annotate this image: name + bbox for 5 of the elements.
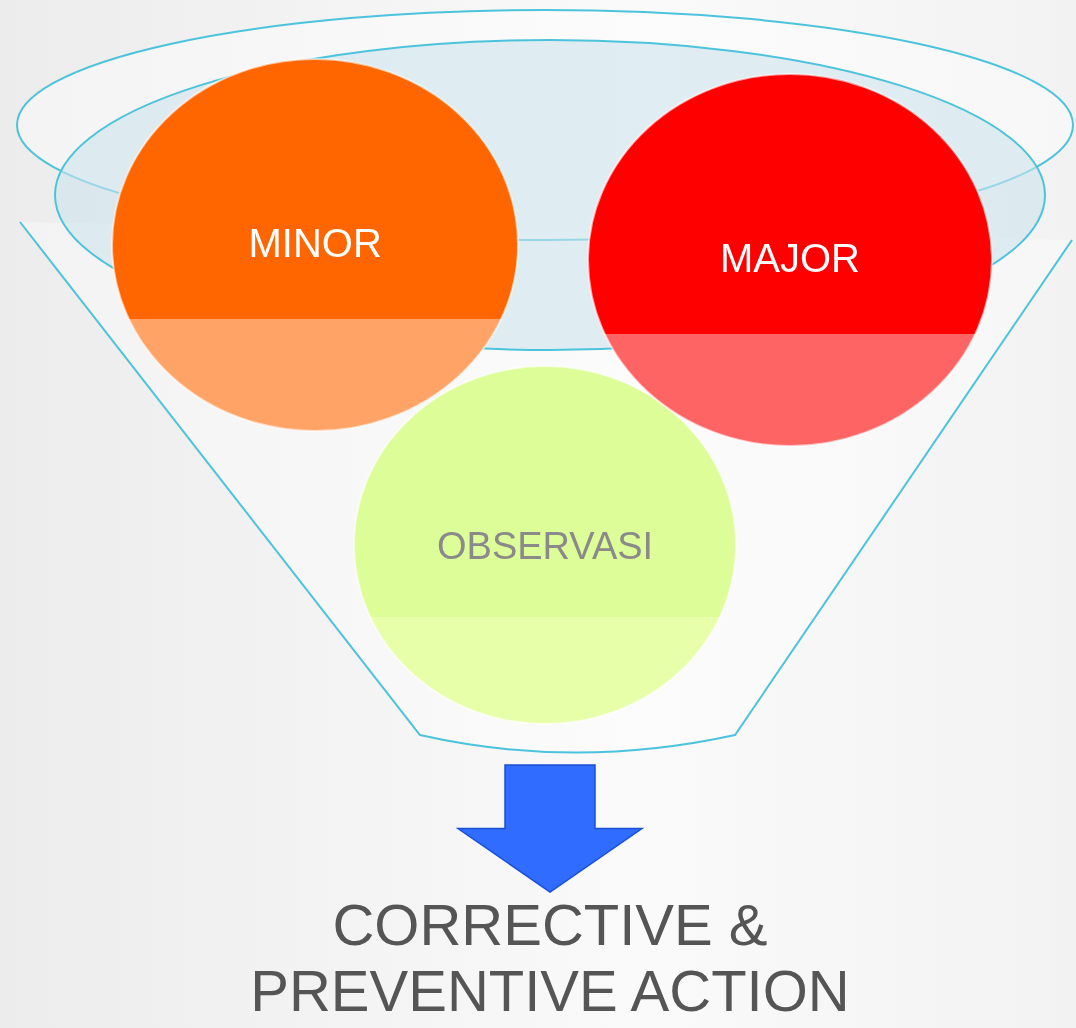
- circle-label: OBSERVASI: [437, 525, 654, 569]
- circle-label: MINOR: [248, 221, 382, 266]
- circle-label: MAJOR: [720, 236, 860, 281]
- result-text: CORRECTIVE & PREVENTIVE ACTION: [150, 892, 950, 1024]
- block-arrow: [455, 764, 645, 893]
